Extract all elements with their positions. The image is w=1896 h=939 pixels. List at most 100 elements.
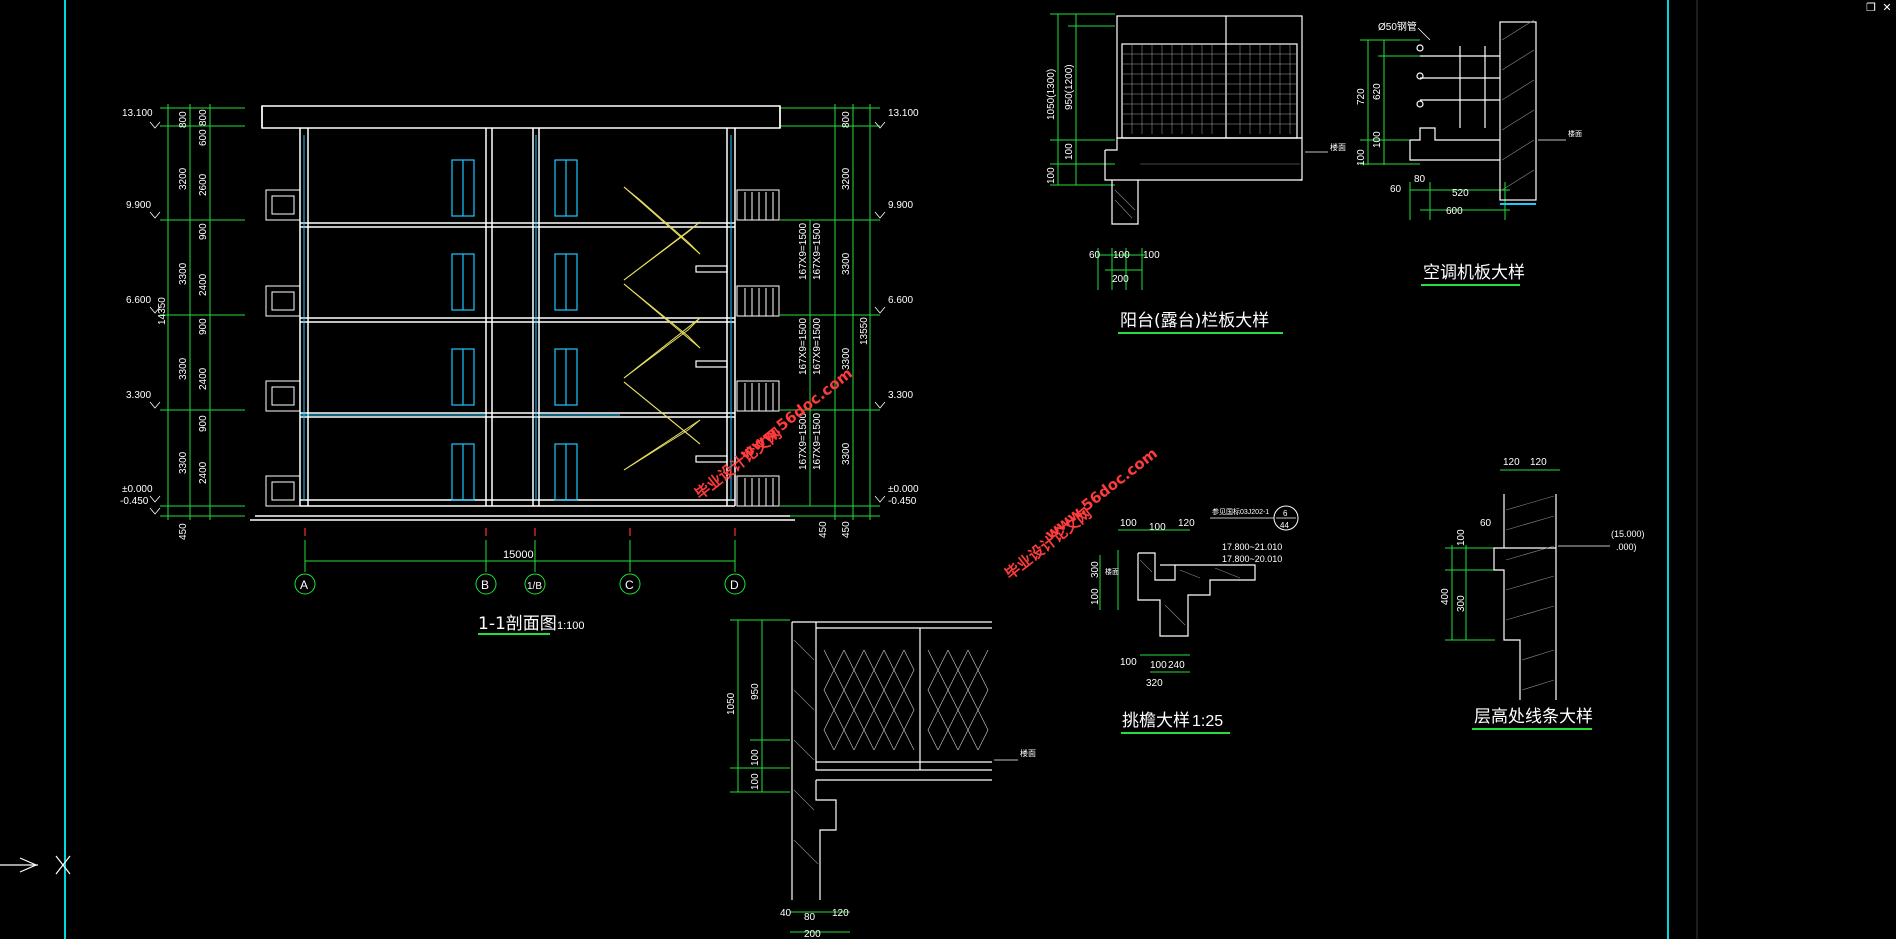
section-left-dims	[160, 104, 245, 520]
section-1-1: 13.100 9.900 6.600 3.300 ±0.000 -0.450 8…	[120, 104, 919, 635]
svg-text:3.300: 3.300	[888, 390, 913, 401]
eave-detail-scale: 1:25	[1192, 713, 1223, 730]
svg-text:100: 100	[750, 773, 761, 790]
svg-text:167X9=1500: 167X9=1500	[798, 223, 809, 280]
svg-text:80: 80	[804, 912, 816, 923]
section-right-balconies	[736, 189, 780, 507]
svg-text:2400: 2400	[198, 367, 209, 390]
svg-text:1050: 1050	[726, 692, 737, 715]
svg-text:楼面: 楼面	[1105, 567, 1119, 576]
svg-text:17.800~20.010: 17.800~20.010	[1222, 554, 1282, 564]
section-elevations-left: 13.100 9.900 6.600 3.300 ±0.000 -0.450	[120, 108, 161, 515]
svg-text:100: 100	[750, 749, 761, 766]
svg-text:100: 100	[1149, 522, 1166, 533]
svg-text:800: 800	[178, 111, 189, 128]
svg-text:600: 600	[1446, 206, 1463, 217]
svg-text:17.800~21.010: 17.800~21.010	[1222, 542, 1282, 552]
restore-window-button[interactable]: ❐	[1866, 1, 1876, 14]
svg-text:100: 100	[1356, 149, 1367, 166]
svg-text:167X9=1500: 167X9=1500	[798, 318, 809, 375]
svg-text:(15.000): (15.000)	[1611, 529, 1645, 539]
svg-text:950: 950	[750, 683, 761, 700]
section-left-windows	[265, 189, 301, 507]
svg-text:520: 520	[1452, 188, 1469, 199]
section-stairs	[623, 186, 701, 471]
svg-text:120: 120	[832, 908, 849, 919]
svg-text:60: 60	[1390, 184, 1402, 195]
svg-text:100: 100	[1064, 143, 1075, 160]
svg-text:1050(1300): 1050(1300)	[1046, 69, 1057, 120]
svg-text:3300: 3300	[841, 252, 852, 275]
svg-text:120: 120	[1530, 457, 1547, 468]
svg-text:600: 600	[198, 129, 209, 146]
svg-text:100: 100	[1046, 167, 1057, 184]
svg-text:100: 100	[1143, 250, 1160, 261]
svg-text:167X9=1500: 167X9=1500	[812, 223, 823, 280]
svg-text:3300: 3300	[841, 347, 852, 370]
elev-left-1: 9.900	[126, 200, 151, 211]
svg-text:楼面: 楼面	[1330, 142, 1346, 152]
svg-text:14350: 14350	[157, 297, 168, 325]
svg-text:100: 100	[1372, 131, 1383, 148]
svg-text:450: 450	[178, 523, 189, 540]
svg-text:100: 100	[1150, 660, 1167, 671]
svg-text:80: 80	[1414, 174, 1426, 185]
eave-detail: 6 44 参见国标03J202-1 17.800~21.010 17.800~2…	[1090, 505, 1299, 734]
stair-landings	[695, 265, 728, 463]
svg-text:300: 300	[1090, 561, 1101, 578]
axis-D: D	[730, 578, 739, 592]
axis-B: B	[481, 578, 489, 592]
balcony-detail-title: 阳台(露台)栏板大样	[1120, 311, 1269, 331]
svg-text:3300: 3300	[178, 357, 189, 380]
svg-text:2600: 2600	[198, 173, 209, 196]
svg-text:-0.450: -0.450	[888, 496, 917, 507]
svg-text:800: 800	[198, 109, 209, 126]
svg-text:100: 100	[1120, 657, 1137, 668]
svg-text:900: 900	[198, 223, 209, 240]
svg-text:167X9=1500: 167X9=1500	[812, 318, 823, 375]
cornice-detail-title: 层高处线条大样	[1474, 707, 1593, 727]
svg-text:240: 240	[1168, 660, 1185, 671]
ac-board-detail: Ø50钢管 720 620 100 100 60 80 520 600 楼面 空…	[1356, 19, 1582, 286]
cornice-detail: 120 120 60 100 400 300 (15.000) .000) 层高…	[1440, 457, 1645, 730]
svg-text:3300: 3300	[178, 262, 189, 285]
svg-text:400: 400	[1440, 588, 1451, 605]
elev-left-3: 3.300	[126, 390, 151, 401]
section-left-dim-text: 800 3200 3300 3300 3300 450 800 600 2600…	[157, 109, 209, 540]
svg-text:100: 100	[1090, 588, 1101, 605]
svg-text:167X9=1500: 167X9=1500	[798, 413, 809, 470]
close-window-button[interactable]: ✕	[1882, 1, 1892, 14]
railing-lattice	[823, 649, 989, 751]
span-total: 15000	[503, 549, 534, 561]
svg-text:100: 100	[1120, 518, 1137, 529]
balcony-detail: 1050(1300) 950(1200) 100 100 60 100 100 …	[1046, 13, 1346, 334]
svg-text:6.600: 6.600	[888, 295, 913, 306]
section-doors	[451, 159, 578, 501]
svg-text:Ø50钢管: Ø50钢管	[1378, 20, 1417, 33]
svg-text:950(1200): 950(1200)	[1064, 64, 1075, 110]
svg-text:2400: 2400	[198, 273, 209, 296]
svg-text:参见国标03J202-1: 参见国标03J202-1	[1212, 507, 1269, 516]
elev-left-0: 13.100	[122, 108, 153, 119]
svg-text:2400: 2400	[198, 461, 209, 484]
svg-text:200: 200	[1112, 274, 1129, 285]
svg-text:±0.000: ±0.000	[888, 484, 919, 495]
svg-text:450: 450	[841, 521, 852, 538]
svg-text:9.900: 9.900	[888, 200, 913, 211]
section-scale: 1:100	[557, 620, 585, 632]
svg-text:3300: 3300	[178, 451, 189, 474]
elev-left-5: -0.450	[120, 496, 149, 507]
svg-text:3200: 3200	[841, 167, 852, 190]
axis-C: C	[625, 578, 634, 592]
svg-text:60: 60	[1089, 250, 1101, 261]
section-right-dim-text: 800 3200 13550 450 450 167X9=1500 167X9=…	[798, 111, 870, 538]
svg-text:900: 900	[198, 318, 209, 335]
svg-text:450: 450	[818, 521, 829, 538]
section-title: 1-1剖面图	[478, 614, 557, 634]
svg-text:楼面: 楼面	[1568, 129, 1582, 138]
svg-text:40: 40	[780, 908, 792, 919]
section-elevations-right: 13.100 9.900 6.600 3.300 ±0.000 -0.450	[874, 108, 919, 507]
svg-text:120: 120	[1503, 457, 1520, 468]
eave-detail-title: 挑檐大样	[1122, 711, 1190, 731]
